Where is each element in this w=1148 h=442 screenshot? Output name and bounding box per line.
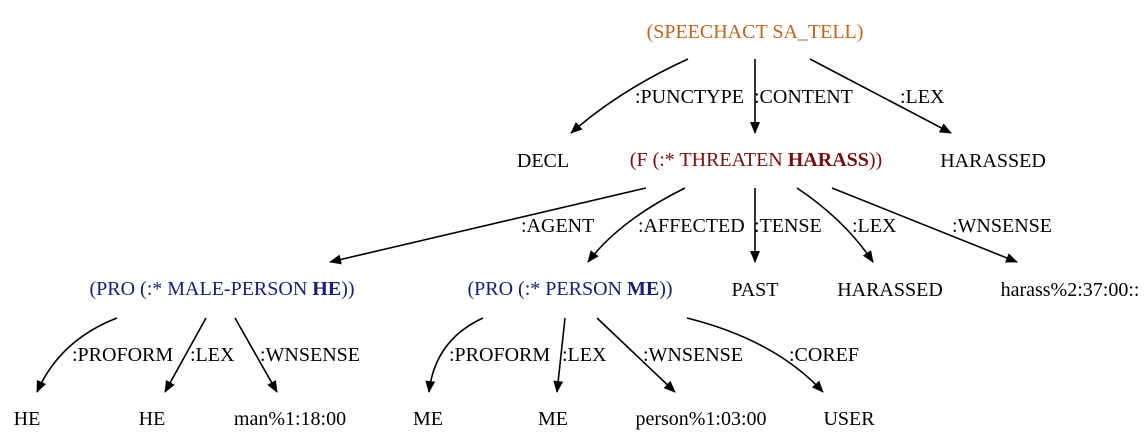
node-pro-me: (PRO (:* PERSON ME)) — [467, 278, 672, 300]
edge-wnsense-mid — [831, 187, 1018, 263]
edge-agent — [329, 187, 647, 265]
edge-label-wnsense-me: :WNSENSE — [643, 344, 743, 366]
edge-label-lex-mid: :LEX — [852, 215, 897, 237]
edge-label-proform-he: :PROFORM — [72, 344, 173, 366]
edge-lex-he — [164, 317, 207, 393]
node-pro-me-bold: ME — [627, 278, 659, 300]
edge-label-lex-top: :LEX — [900, 86, 945, 108]
edge-label-tense: :TENSE — [754, 215, 822, 237]
node-pro-he-suffix: )) — [341, 278, 354, 300]
edge-labels: :PUNCTYPE :CONTENT :LEX :AGENT :AFFECTED… — [72, 86, 1052, 366]
node-wnsense-harass: harass%2:37:00:: — [1001, 279, 1140, 301]
node-pro-me-suffix: )) — [659, 278, 672, 300]
node-person-sense: person%1:03:00 — [635, 408, 766, 430]
node-me-lex: ME — [538, 408, 568, 430]
edge-label-lex-me: :LEX — [562, 344, 607, 366]
node-frame-threaten: (F (:* THREATEN HARASS)) — [630, 149, 882, 171]
node-speechact: (SPEECHACT SA_TELL) — [647, 21, 864, 43]
edge-wnsense-he — [234, 317, 278, 393]
node-decl: DECL — [517, 150, 569, 172]
node-frame-suffix: )) — [869, 149, 882, 171]
edge-label-agent: :AGENT — [521, 215, 594, 237]
edge-lex-top — [809, 58, 952, 134]
edge-label-coref: :COREF — [789, 344, 859, 366]
edge-lex-mid — [796, 187, 874, 263]
node-harassed-top: HARASSED — [940, 150, 1046, 172]
edge-lex-me — [553, 317, 566, 393]
node-he-proform: HE — [14, 408, 41, 430]
edge-label-proform-me: :PROFORM — [449, 344, 550, 366]
node-past: PAST — [731, 279, 778, 301]
edge-affected — [587, 187, 686, 263]
node-pro-he-prefix: (PRO (:* MALE-PERSON — [89, 278, 312, 300]
node-pro-me-prefix: (PRO (:* PERSON — [467, 278, 626, 300]
node-me-proform: ME — [413, 408, 443, 430]
edge-label-wnsense-he: :WNSENSE — [260, 344, 360, 366]
node-harassed-mid: HARASSED — [837, 279, 943, 301]
edge-proform-he — [36, 317, 118, 393]
edge-wnsense-me — [596, 317, 676, 393]
node-frame-bold: HARASS — [788, 149, 869, 171]
edge-label-affected: :AFFECTED — [638, 215, 745, 237]
node-pro-he: (PRO (:* MALE-PERSON HE)) — [89, 278, 354, 300]
edge-label-wnsense-mid: :WNSENSE — [952, 215, 1052, 237]
node-man-sense: man%1:18:00 — [234, 408, 346, 430]
nodes: (SPEECHACT SA_TELL) DECL (F (:* THREATEN… — [14, 21, 1140, 430]
node-pro-he-bold: HE — [312, 278, 341, 300]
node-user: USER — [823, 408, 875, 430]
edge-punctype — [570, 58, 689, 134]
edge-proform-me — [425, 317, 484, 393]
edge-label-lex-he: :LEX — [190, 344, 235, 366]
edges — [36, 58, 1018, 393]
edge-label-punctype: :PUNCTYPE — [635, 86, 744, 108]
node-frame-prefix: (F (:* THREATEN — [630, 149, 788, 171]
node-he-lex: HE — [139, 408, 166, 430]
edge-coref — [686, 317, 824, 393]
edge-label-content: :CONTENT — [754, 86, 853, 108]
